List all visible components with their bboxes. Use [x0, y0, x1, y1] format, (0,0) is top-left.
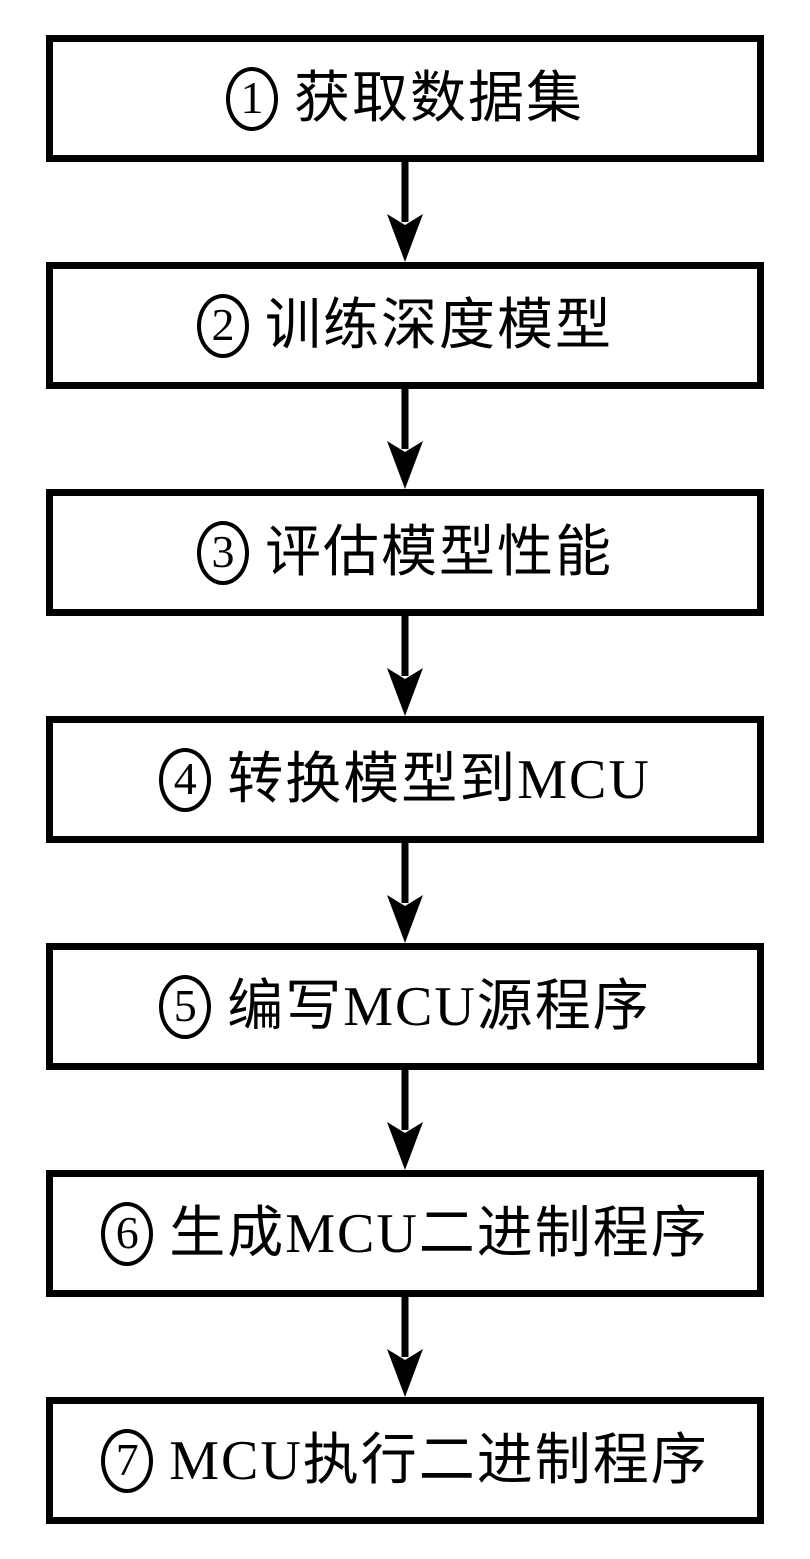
circled-number-7: 7 [101, 1428, 154, 1493]
circled-number-3: 3 [197, 520, 249, 585]
mcu-workflow-flowchart: 1 获取数据集 2 训练深度模型 3 评估模型性能 4 转换模型到MCU [46, 35, 764, 1524]
step-label-6: 生成MCU二进制程序 [169, 1202, 709, 1265]
step-box-3: 3 评估模型性能 [46, 489, 764, 616]
step-box-6: 6 生成MCU二进制程序 [46, 1170, 764, 1297]
step-box-5: 5 编写MCU源程序 [46, 943, 764, 1070]
step-label-7: MCU执行二进制程序 [169, 1429, 709, 1492]
step-label-2: 训练深度模型 [265, 294, 613, 357]
down-arrow-icon-6 [387, 1297, 423, 1397]
circled-number-5: 5 [159, 974, 212, 1039]
down-arrow-icon-2 [387, 389, 423, 489]
circled-number-4: 4 [159, 747, 212, 812]
step-label-3: 评估模型性能 [265, 521, 613, 584]
step-label-5: 编写MCU源程序 [227, 975, 651, 1038]
down-arrow-icon-3 [387, 616, 423, 716]
step-label-4: 转换模型到MCU [227, 748, 651, 811]
circled-number-6: 6 [101, 1201, 154, 1266]
step-box-7: 7 MCU执行二进制程序 [46, 1397, 764, 1524]
down-arrow-icon-4 [387, 843, 423, 943]
down-arrow-icon-1 [387, 162, 423, 262]
down-arrow-icon-5 [387, 1070, 423, 1170]
step-label-1: 获取数据集 [294, 67, 584, 130]
step-box-1: 1 获取数据集 [46, 35, 764, 162]
circled-number-2: 2 [197, 293, 249, 358]
step-box-4: 4 转换模型到MCU [46, 716, 764, 843]
circled-number-1: 1 [226, 66, 278, 131]
step-box-2: 2 训练深度模型 [46, 262, 764, 389]
